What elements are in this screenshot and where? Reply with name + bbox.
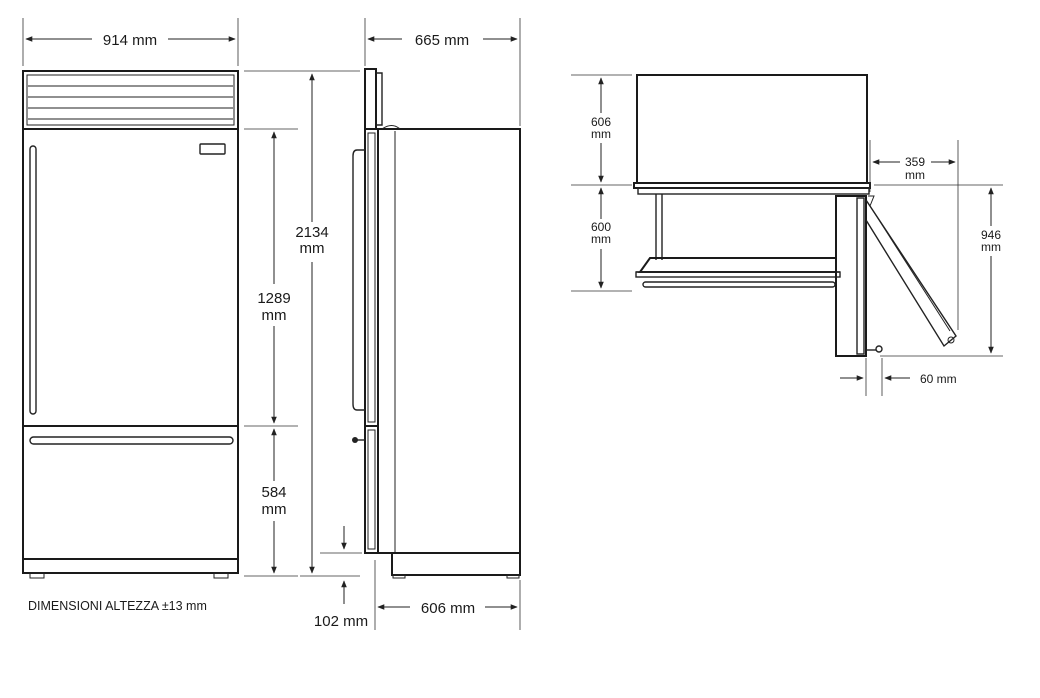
- side-door-handle: [352, 149, 365, 411]
- fridge-height-unit: mm: [262, 307, 287, 324]
- door-swing-unit: mm: [981, 240, 1001, 254]
- fridge-door: [22, 128, 239, 427]
- total-height-value: 2134: [295, 224, 328, 241]
- freezer-drawer: [22, 425, 239, 560]
- door-open-wide: [865, 199, 957, 348]
- side-depth-label: 665 mm: [415, 32, 469, 49]
- freezer-height-unit: mm: [262, 501, 287, 518]
- freezer-drawer-handle: [29, 436, 234, 445]
- drawer-extension-value: 600: [591, 220, 611, 234]
- top-view: 606 mm 600 mm 359: [571, 74, 1003, 396]
- freezer-height-value: 584: [261, 484, 286, 501]
- door-open-90: [835, 195, 867, 357]
- hinge-offset-label: 60 mm: [920, 372, 957, 386]
- cabinet-plan: [636, 74, 868, 184]
- fridge-door-handle: [29, 145, 37, 415]
- cabinet-side: [377, 128, 521, 554]
- door-clearance-unit: mm: [905, 168, 925, 182]
- door-swing-value: 946: [981, 228, 1001, 242]
- front-width-label: 914 mm: [103, 32, 157, 49]
- drawer-handle-plan: [642, 281, 836, 288]
- top-grille: [22, 70, 239, 130]
- open-freezer-drawer: [638, 257, 837, 273]
- fridge-height-value: 1289: [257, 290, 290, 307]
- drawer-extension-unit: mm: [591, 232, 611, 246]
- cabinet-depth-label: 606 mm: [421, 600, 475, 617]
- toe-kick: [22, 558, 239, 574]
- total-height-unit: mm: [300, 240, 325, 257]
- door-clearance-value: 359: [905, 155, 925, 169]
- top-depth-value: 606: [591, 115, 611, 129]
- height-tolerance-note: DIMENSIONI ALTEZZA ±13 mm: [28, 599, 207, 613]
- front-view: 914 mm 1289 mm 584 mm: [22, 18, 360, 613]
- top-depth-unit: mm: [591, 127, 611, 141]
- side-view: 665 mm 102 mm 606 mm: [314, 18, 521, 630]
- logo-badge: [199, 143, 226, 155]
- toe-kick-label: 102 mm: [314, 613, 368, 630]
